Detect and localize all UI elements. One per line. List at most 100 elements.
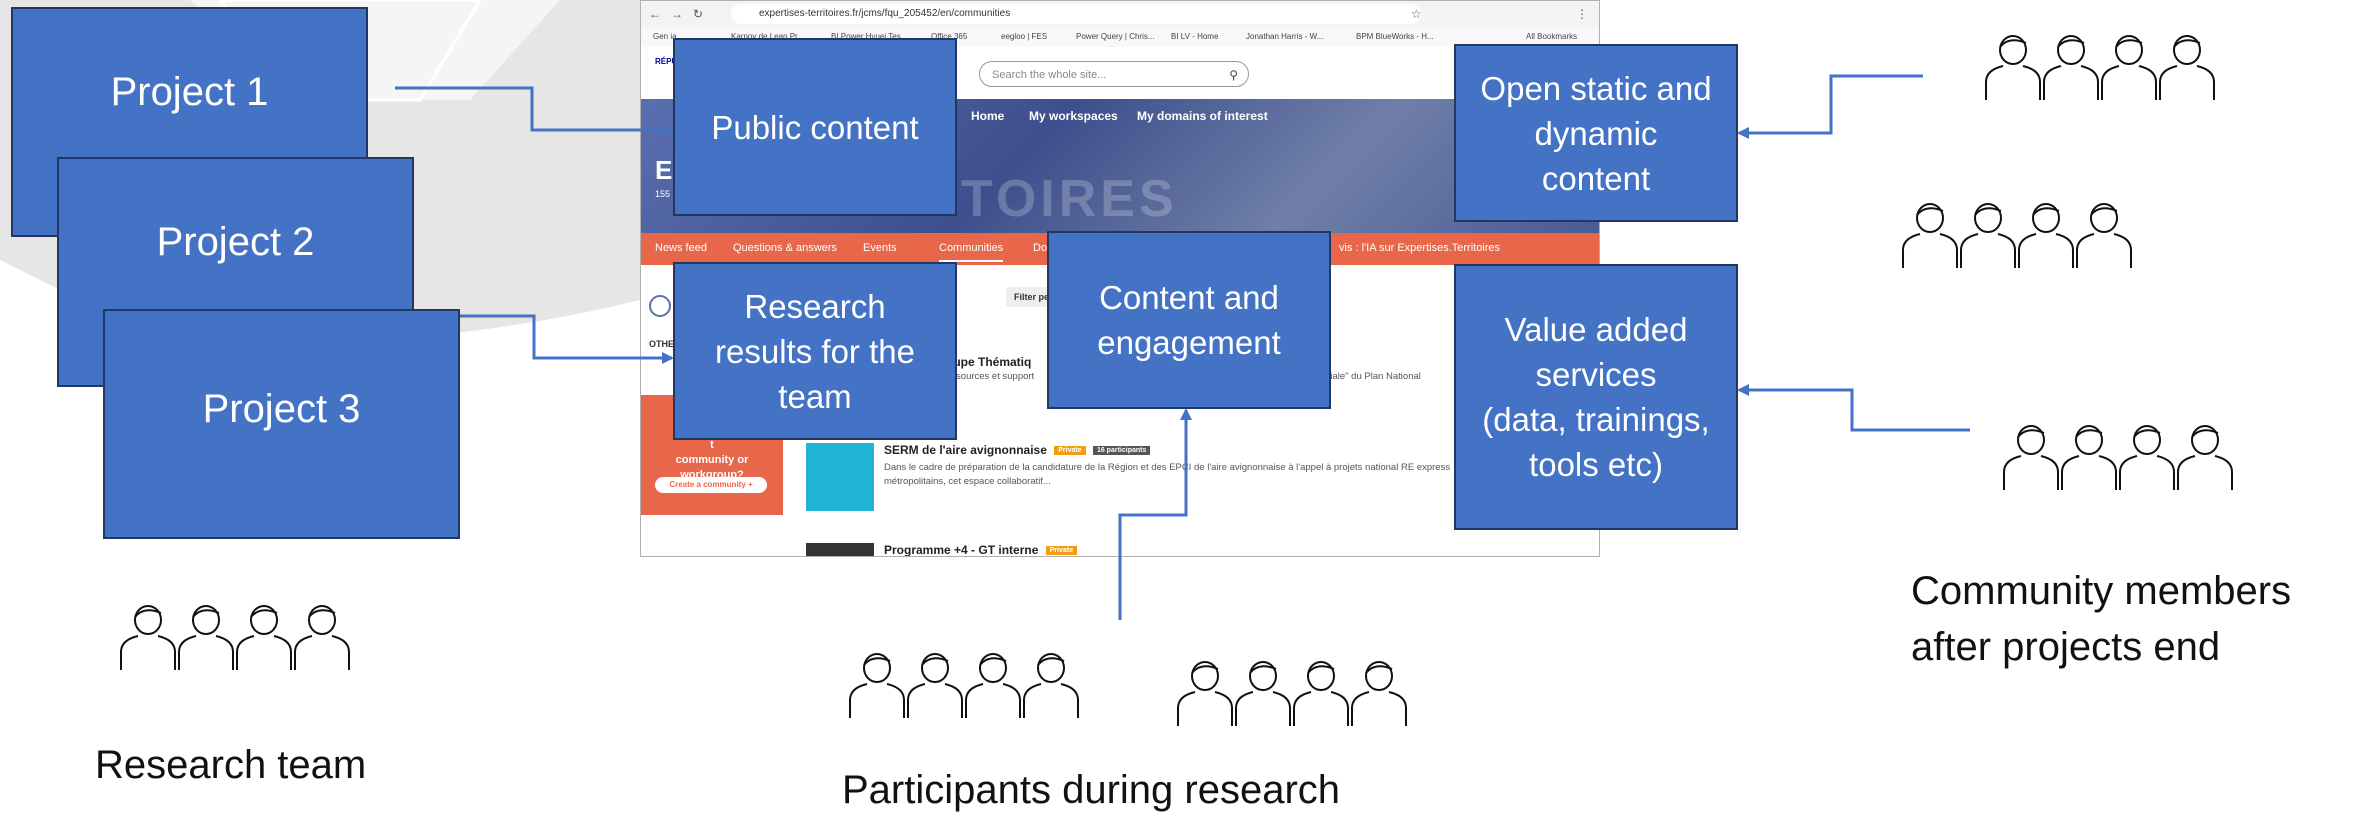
person-icon [236, 605, 292, 670]
bookmark[interactable]: BI LV - Home [1171, 32, 1219, 41]
project-3-box: Project 3 [103, 309, 460, 539]
person-icon [2159, 35, 2215, 100]
community-desc-tail: ritoriale" du Plan National [1314, 371, 1421, 382]
url-bar[interactable]: expertises-territoires.fr/jcms/fqu_20545… [731, 4, 1421, 24]
tab-events[interactable]: Events [863, 242, 897, 254]
person-icon [1960, 203, 2016, 268]
bookmark[interactable]: BPM BlueWorks - H... [1356, 32, 1434, 41]
participants-group-2-people-icon [1177, 661, 1407, 726]
callout-line: (data, trainings, [1482, 401, 1710, 438]
person-icon [2177, 425, 2233, 490]
bookmark[interactable]: Gen ia [653, 32, 677, 41]
person-icon [2076, 203, 2132, 268]
other-label: OTHE [649, 339, 675, 349]
tab-questions[interactable]: Questions & answers [733, 242, 837, 254]
callout-line: Research [744, 287, 886, 325]
person-icon [120, 605, 176, 670]
filter-button[interactable]: Filter pe [1006, 287, 1058, 307]
public-content-box: Public content [673, 38, 957, 216]
project-label: Project 3 [202, 386, 361, 431]
person-icon [1902, 203, 1958, 268]
filter-circle-icon[interactable] [649, 295, 671, 317]
tab-news-feed[interactable]: News feed [655, 242, 707, 254]
bookmark[interactable]: All Bookmarks [1526, 32, 1578, 41]
community-title-text: Programme +4 - GT interne [884, 543, 1039, 557]
callout-text: Public content [711, 108, 919, 146]
search-input[interactable]: Search the whole site... ⚲ [979, 61, 1249, 87]
person-icon [2119, 425, 2175, 490]
bookmark[interactable]: Jonathan Harris - W... [1246, 32, 1324, 41]
person-icon [1351, 661, 1407, 726]
community-group-2-people-icon [1902, 203, 2132, 268]
hero-watermark: TOIRES [961, 170, 1178, 228]
panel-line: community or [675, 454, 749, 466]
community-desc: Dans le cadre de préparation de la candi… [884, 462, 1451, 487]
tab-documents[interactable]: Do [1033, 242, 1048, 254]
person-icon [1235, 661, 1291, 726]
community-desc: essources et support [946, 371, 1035, 382]
community-caption: Community members after projects end [1911, 563, 2291, 675]
nav-domains[interactable]: My domains of interest [1137, 109, 1268, 123]
person-icon [2101, 35, 2157, 100]
private-badge: Private [1045, 546, 1078, 555]
bookmark[interactable]: Office 365 [931, 32, 968, 41]
callout-line: Content and [1099, 279, 1279, 316]
callout-line: dynamic [1534, 114, 1658, 152]
community-title[interactable]: oupe Thématiq [946, 355, 1032, 369]
tab-announcement[interactable]: vis : l'IA sur Expertises.Territoires [1339, 242, 1501, 254]
menu-icon[interactable]: ⋮ [1576, 7, 1588, 21]
community-title[interactable]: Programme +4 - GT interne Private [884, 543, 1078, 557]
callout-line: Open static and [1480, 69, 1712, 107]
person-icon [178, 605, 234, 670]
person-icon [849, 653, 905, 718]
caption-line: Community members [1911, 569, 2292, 613]
research-results-box: Research results for the team [673, 262, 957, 440]
person-icon [2018, 203, 2074, 268]
star-icon[interactable]: ☆ [1411, 7, 1422, 21]
reload-icon[interactable]: ↻ [693, 7, 704, 21]
callout-line: Value added [1504, 311, 1688, 348]
community-title[interactable]: SERM de l'aire avignonnaise Private 16 p… [884, 443, 1151, 457]
browser-toolbar: ← → ↻ expertises-territoires.fr/jcms/fqu… [641, 1, 1599, 27]
callout-line: services [1535, 356, 1657, 393]
research-team-people-icon [120, 605, 350, 670]
private-badge: Private [1054, 446, 1086, 455]
person-icon [965, 653, 1021, 718]
bookmark[interactable]: BI Power Hyuei Tes... [831, 32, 908, 41]
tab-communities[interactable]: Communities [939, 242, 1004, 262]
bookmark[interactable]: Karnov de Lean Pr... [731, 32, 804, 41]
content-engagement-box: Content and engagement [1047, 231, 1331, 409]
forward-icon[interactable]: → [671, 7, 683, 21]
participants-caption: Participants during research [842, 768, 1341, 812]
person-icon [1985, 35, 2041, 100]
search-icon[interactable]: ⚲ [1229, 68, 1238, 82]
callout-line: team [778, 377, 852, 415]
create-community-button[interactable]: Create a community + [655, 477, 767, 493]
nav-workspaces[interactable]: My workspaces [1029, 109, 1118, 123]
hero-subtitle: 155 [655, 189, 671, 199]
bookmark[interactable]: Power Query | Chris... [1076, 32, 1155, 41]
callout-line: engagement [1097, 324, 1281, 361]
panel-line: t [710, 439, 714, 451]
community-group-1-people-icon [1985, 35, 2215, 100]
community-group-3-people-icon [2003, 425, 2233, 490]
nav-home[interactable]: Home [971, 109, 1005, 123]
project-label: Project 1 [110, 69, 269, 114]
callout-line: results for the [715, 332, 915, 370]
community-title-text: SERM de l'aire avignonnaise [884, 443, 1047, 457]
person-icon [294, 605, 350, 670]
participants-badge: 16 participants [1092, 446, 1151, 455]
participants-group-1-people-icon [849, 653, 1079, 718]
person-icon [907, 653, 963, 718]
list-item[interactable]: Programme +4 - GT interne Private [806, 543, 1586, 557]
person-icon [2061, 425, 2117, 490]
person-icon [1293, 661, 1349, 726]
person-icon [1177, 661, 1233, 726]
project-label: Project 2 [156, 219, 315, 264]
community-thumbnail [806, 543, 874, 556]
callout-line: content [1541, 159, 1651, 197]
bookmark[interactable]: eegloo | FES [1001, 32, 1048, 41]
caption-line: after projects end [1911, 625, 2221, 669]
back-icon[interactable]: ← [649, 7, 661, 21]
open-content-box: Open static and dynamic content [1454, 44, 1738, 222]
